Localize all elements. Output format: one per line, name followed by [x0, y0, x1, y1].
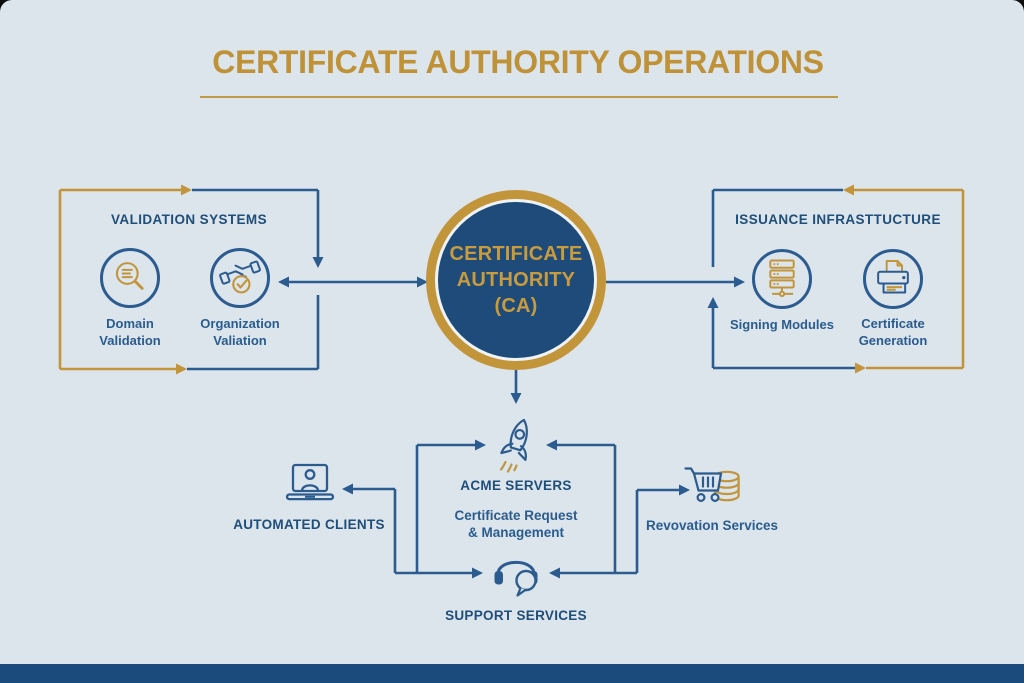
revocation-services-label: Revovation Services	[645, 518, 779, 533]
domain-validation-label: Domain Validation	[99, 316, 161, 348]
acme-servers-label: ACME SERVERS	[460, 478, 572, 493]
magnifier-document-icon	[115, 262, 144, 290]
signing-modules-badge	[752, 249, 812, 309]
rocket-icon	[499, 418, 528, 473]
blue-arrowheads	[278, 257, 745, 579]
gold-loop-segments	[58, 188, 965, 371]
certificate-authority-label: CERTIFICATE AUTHORITY (CA)	[449, 243, 583, 317]
printer-icon	[877, 260, 909, 294]
certificate-authority-node: CERTIFICATE AUTHORITY (CA)	[435, 199, 597, 361]
server-stack-icon	[769, 259, 795, 297]
acme-servers-badge	[489, 414, 545, 478]
revocation-services-badge	[681, 463, 745, 515]
automated-clients-label: AUTOMATED CLIENTS	[233, 517, 385, 532]
certificate-generation-label: Certificate Generation	[858, 316, 928, 348]
page-title: CERTIFICATE AUTHORITY OPERATIONS	[212, 44, 824, 80]
automated-clients-badge	[283, 462, 337, 508]
handshake-check-icon	[219, 260, 261, 294]
blue-line-segments	[187, 188, 855, 575]
cart-coins-icon	[684, 467, 740, 503]
footer-accent-bar	[0, 664, 1024, 683]
issuance-infrastructure-heading: ISSUANCE INFRASTTUCTURE	[735, 212, 941, 227]
support-services-badge	[487, 546, 545, 600]
organization-validation-badge	[210, 248, 270, 308]
validation-systems-heading: VALIDATION SYSTEMS	[111, 212, 267, 227]
certificate-request-management-label: Certificate Request & Management	[454, 508, 578, 541]
certificate-generation-badge	[863, 249, 923, 309]
gold-arrowheads	[176, 184, 866, 375]
domain-validation-badge	[100, 248, 160, 308]
organization-validation-label: Organization Valiation	[200, 316, 280, 348]
title-underline	[200, 96, 838, 98]
headset-chat-icon	[494, 561, 538, 597]
support-services-label: SUPPORT SERVICES	[445, 608, 587, 623]
signing-modules-label: Signing Modules	[730, 317, 834, 332]
laptop-person-icon	[285, 463, 335, 501]
